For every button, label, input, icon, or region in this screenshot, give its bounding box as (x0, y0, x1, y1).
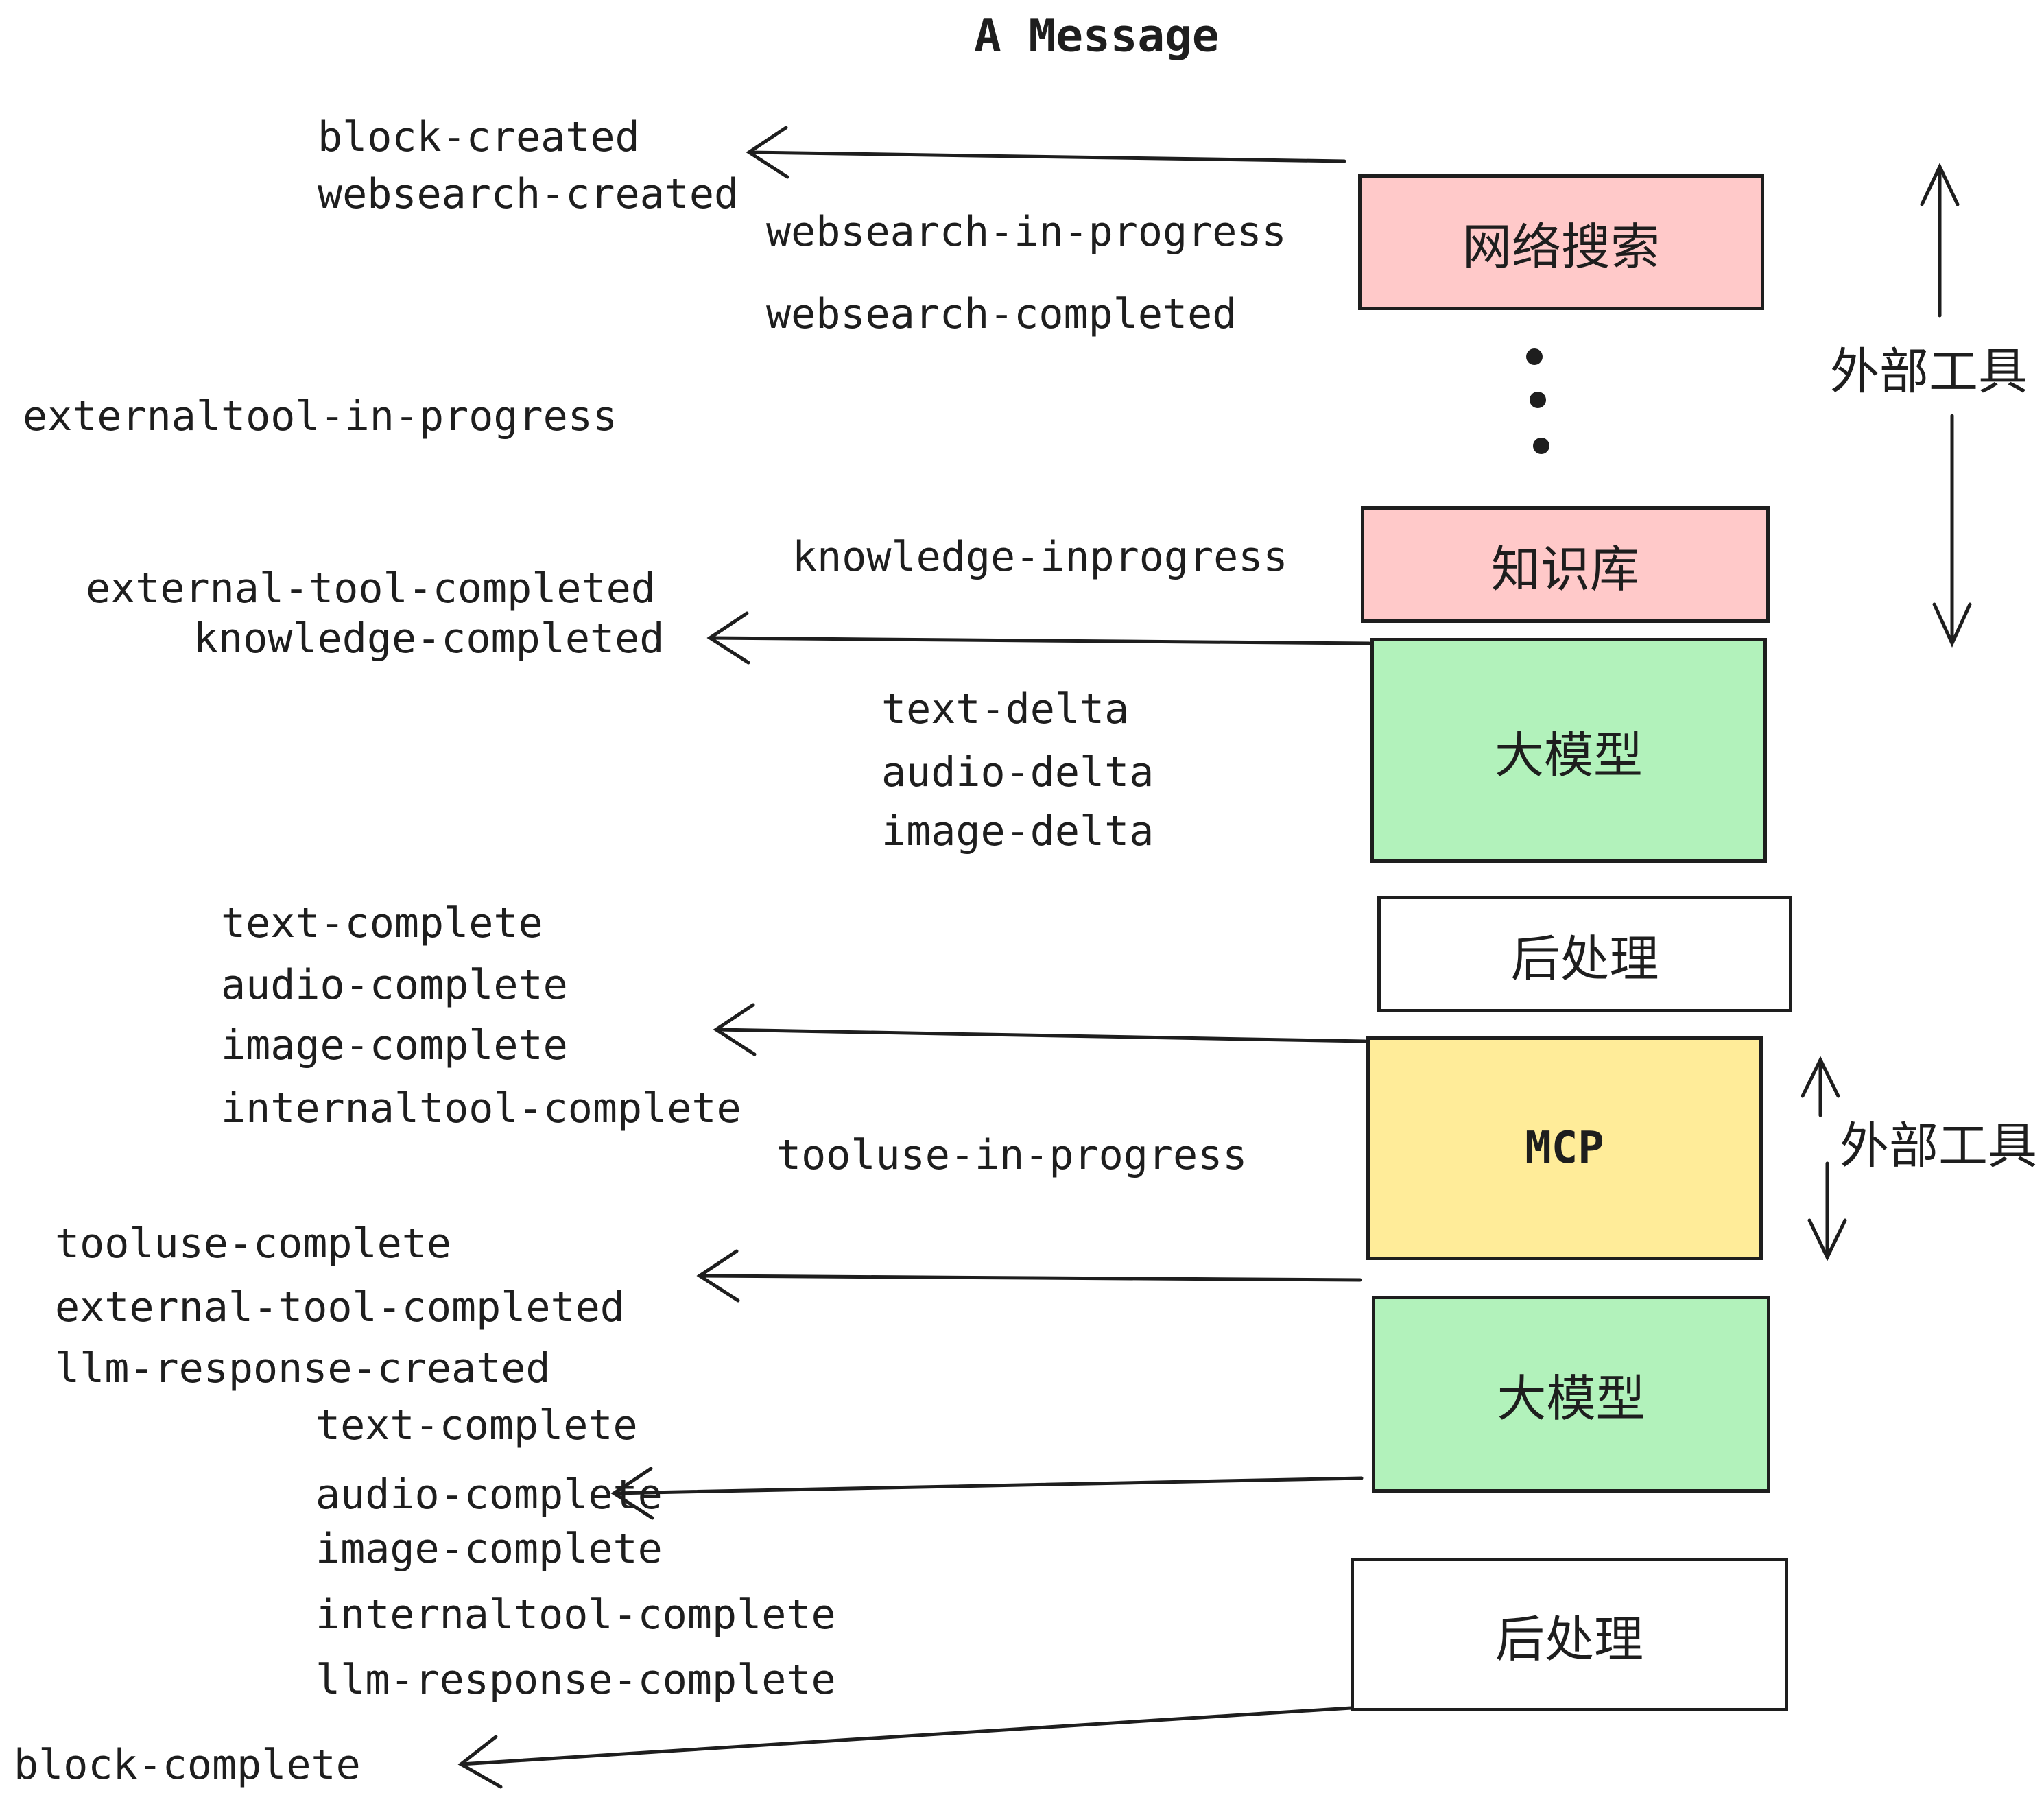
event-tooluse-complete: tooluse-complete (55, 1220, 451, 1268)
node-llm-top-label: 大模型 (1494, 726, 1643, 784)
event-llm-response-complete: llm-response-complete (316, 1656, 836, 1704)
node-postprocess-top: 后处理 (1377, 896, 1792, 1012)
node-postprocess-bottom: 后处理 (1351, 1558, 1788, 1711)
ellipsis-dots (1526, 348, 1549, 454)
node-postprocess-bottom-label: 后处理 (1495, 1610, 1643, 1668)
event-externaltool-in-progress: externaltool-in-progress (23, 392, 617, 440)
arrow-postprocess-to-image-complete (713, 1003, 1367, 1056)
event-websearch-created: websearch-created (318, 170, 739, 218)
event-external-tool-completed-1: external-tool-completed (86, 565, 656, 613)
node-websearch-label: 网络搜索 (1462, 217, 1660, 276)
double-arrow-external-tools-top (1920, 163, 1972, 648)
event-llm-response-created: llm-response-created (55, 1344, 551, 1392)
arrow-websearch-to-created (746, 126, 1346, 179)
event-knowledge-inprogress: knowledge-inprogress (792, 533, 1288, 581)
node-llm-top: 大模型 (1370, 638, 1767, 863)
node-llm-bottom-label: 大模型 (1497, 1370, 1645, 1427)
node-mcp-label: MCP (1525, 1123, 1604, 1174)
event-image-complete-1: image-complete (221, 1021, 568, 1069)
event-text-complete-1: text-complete (221, 899, 543, 947)
event-image-complete-2: image-complete (316, 1525, 663, 1573)
node-postprocess-top-label: 后处理 (1510, 929, 1659, 988)
annotation-external-tools-mcp: 外部工具 (1840, 1117, 2038, 1175)
event-block-created: block-created (318, 113, 640, 161)
node-websearch: 网络搜索 (1358, 174, 1764, 310)
event-text-complete-2: text-complete (316, 1401, 638, 1449)
event-websearch-in-progress: websearch-in-progress (766, 208, 1287, 256)
event-knowledge-completed: knowledge-completed (193, 615, 665, 663)
node-knowledge-base: 知识库 (1361, 506, 1770, 623)
arrow-knowledge-to-completed (706, 611, 1371, 665)
event-internaltool-complete-2: internaltool-complete (316, 1591, 836, 1639)
event-image-delta-1: image-delta (881, 807, 1154, 855)
event-websearch-completed: websearch-completed (766, 290, 1237, 338)
double-arrow-external-tools-mcp (1801, 1056, 1847, 1261)
event-audio-complete-2: audio-complete (316, 1471, 663, 1519)
node-llm-bottom: 大模型 (1372, 1296, 1770, 1493)
annotation-external-tools-top: 外部工具 (1830, 342, 2028, 401)
event-internaltool-complete-1: internaltool-complete (221, 1084, 741, 1132)
event-audio-delta-1: audio-delta (881, 748, 1154, 796)
node-knowledge-base-label: 知识库 (1490, 540, 1639, 598)
arrow-llm2-to-audio-complete (610, 1467, 1364, 1520)
event-text-delta-1: text-delta (881, 685, 1130, 733)
event-block-complete: block-complete (14, 1741, 361, 1789)
arrow-mcp-to-tooluse-complete (696, 1249, 1362, 1303)
node-mcp: MCP (1366, 1036, 1763, 1260)
arrow-postprocess2-to-block-complete (457, 1706, 1353, 1789)
event-audio-complete-1: audio-complete (221, 961, 568, 1009)
diagram-title: A Message (974, 9, 1220, 62)
event-external-tool-completed-2: external-tool-completed (55, 1283, 625, 1331)
event-tooluse-in-progress: tooluse-in-progress (776, 1131, 1248, 1179)
